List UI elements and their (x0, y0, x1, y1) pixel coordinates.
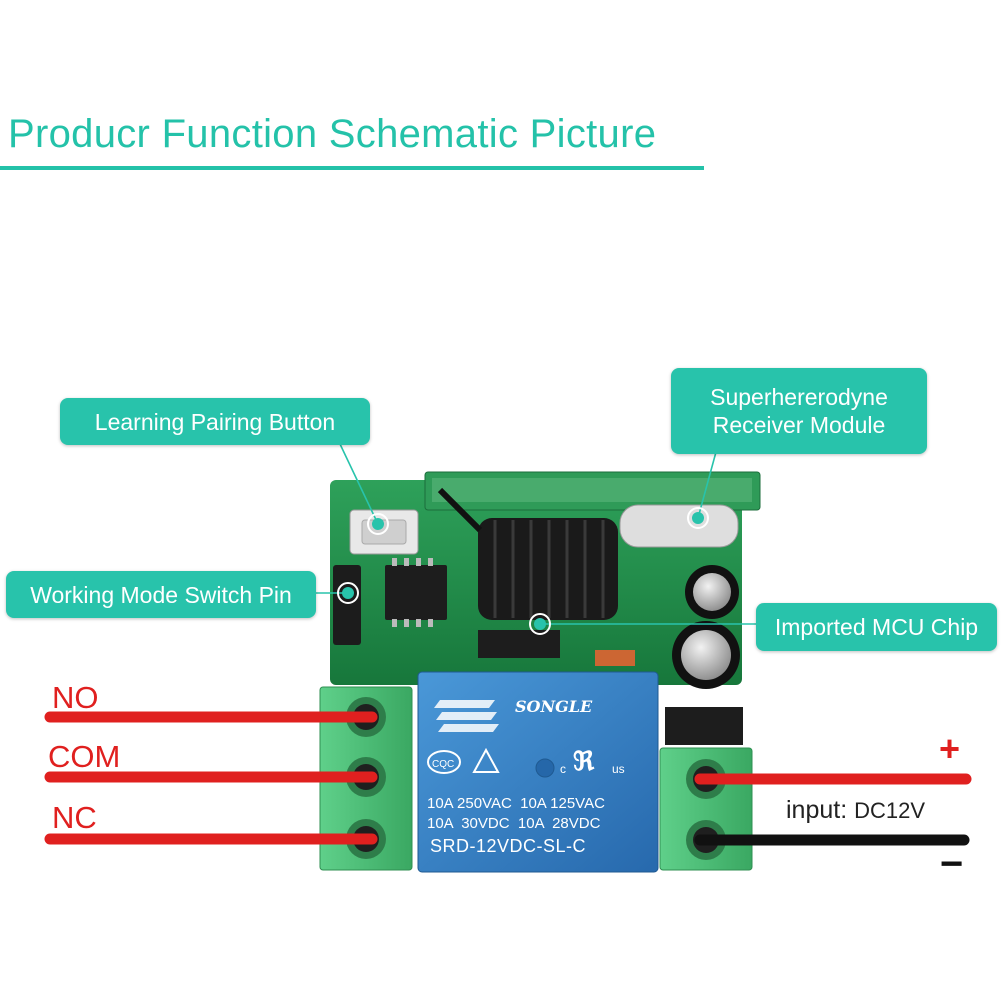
marker-learning-button (367, 513, 389, 535)
relay-brand: SONGLE (515, 697, 593, 716)
marker-receiver (687, 507, 709, 529)
callout-imported-mcu-chip: Imported MCU Chip (756, 603, 997, 651)
relay-c-mark: c (560, 762, 566, 776)
relay-us-mark: us (612, 762, 625, 776)
label-minus: − (940, 842, 964, 886)
relay-model: SRD-12VDC-SL-C (430, 836, 586, 856)
label-com: COM (48, 739, 121, 774)
label-no: NO (52, 680, 99, 715)
mode-switch-pins (333, 565, 361, 645)
title-underline (0, 166, 704, 170)
page-title: Producr Function Schematic Picture (8, 112, 657, 156)
marker-mode-switch (337, 582, 359, 604)
relay-rating-1: 10A 250VAC 10A 125VAC (427, 795, 605, 812)
callout-learning-pairing-button: Learning Pairing Button (60, 398, 370, 445)
label-nc: NC (52, 800, 97, 835)
diode (665, 707, 743, 745)
callout-receiver-module: Superhererodyne Receiver Module (671, 368, 927, 454)
relay-rating-2: 10A 30VDC 10A 28VDC (427, 815, 601, 832)
svg-text:ℜ: ℜ (573, 746, 595, 776)
label-plus: + (939, 728, 961, 769)
marker-mcu (529, 613, 551, 635)
relay-cqc-mark: CQC (432, 759, 454, 770)
callout-working-mode-switch: Working Mode Switch Pin (6, 571, 316, 618)
mcu-ic (385, 565, 447, 620)
crystal-oscillator (619, 504, 739, 548)
input-voltage-label: input: DC12V (786, 796, 926, 824)
